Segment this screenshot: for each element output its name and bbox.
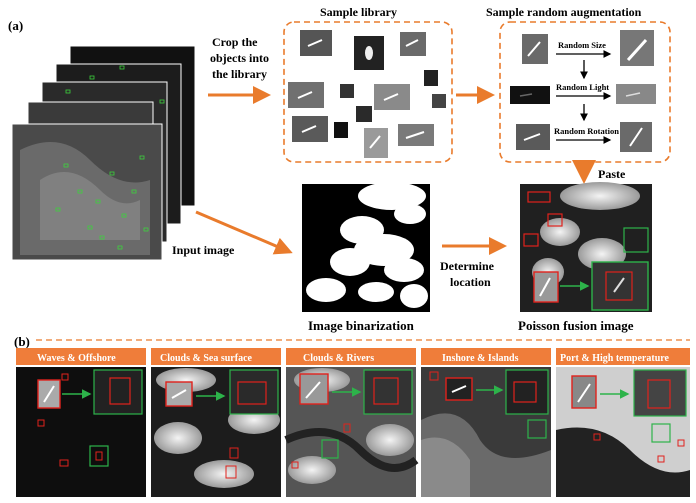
paste-label: Paste [598,167,626,181]
scene-label-3: Clouds & Rivers [303,353,374,364]
augment-rotation-row [516,122,652,152]
determine-text-line2: location [450,275,491,289]
scene-label-1: Waves & Offshore [37,353,116,364]
panel-a-label: (a) [8,18,23,33]
aug-label-light: Random Light [556,82,609,92]
augment-light-row [510,84,656,104]
scene-port-high-temperature: Port & High temperature [556,348,690,497]
scene-label-5: Port & High temperature [560,353,670,364]
scene-label-2: Clouds & Sea surface [160,353,253,364]
scene-label-4: Inshore & Islands [442,353,519,364]
binarization-image [302,182,430,312]
input-image-label: Input image [172,243,235,257]
sample-library-title: Sample library [320,5,397,19]
binarization-label: Image binarization [308,318,415,333]
scene-clouds-rivers: Clouds & Rivers [284,348,419,497]
poisson-fusion-image [520,182,652,312]
scene-inshore-islands: Inshore & Islands [421,348,551,497]
scene-clouds-sea: Clouds & Sea surface [151,348,281,497]
augmentation-title: Sample random augmentation [486,5,642,19]
panel-b-label: (b) [14,334,30,349]
crop-text-line3: the library [212,67,267,81]
crop-text-line2: objects into [210,51,269,65]
augmentation-frame [499,21,671,163]
sample-chips [288,30,446,158]
crop-text-line1: Crop the [212,35,258,49]
input-image-stack [11,45,196,261]
augment-size-row [522,30,654,66]
aug-label-rotation: Random Rotation [554,126,619,136]
aug-label-size: Random Size [558,40,606,50]
input-arrow [195,210,293,255]
determine-text-line1: Determine [440,259,495,273]
poisson-label: Poisson fusion image [518,318,634,333]
scene-waves-offshore: Waves & Offshore [16,348,146,497]
sample-library-frame [283,21,453,163]
